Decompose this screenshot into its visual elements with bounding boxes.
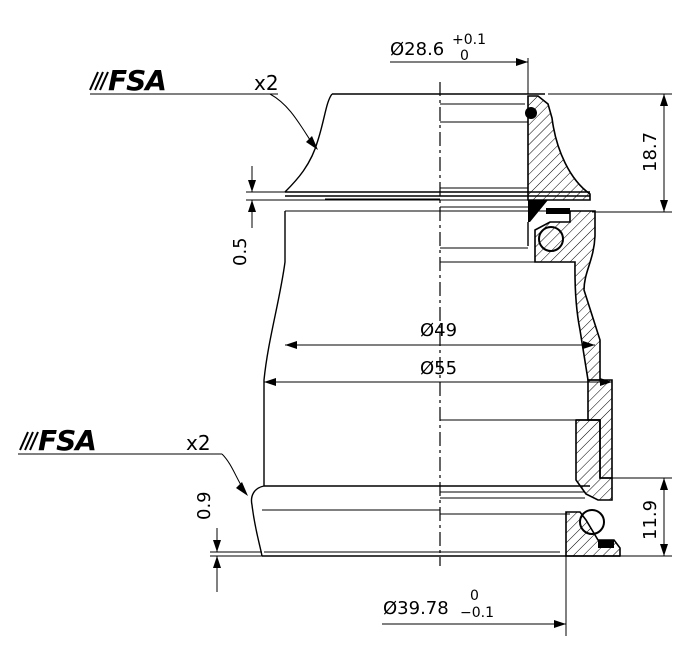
lower-cup-body xyxy=(440,419,585,499)
top-cap xyxy=(284,93,590,193)
dim-crown-step-value: 0.9 xyxy=(194,491,215,520)
upper-bearing-cup-section xyxy=(534,210,601,381)
fsa-logo-top: FSA xyxy=(89,64,167,97)
logo-bottom-qty: x2 xyxy=(186,431,211,455)
dim-bottom-height-value: 11.9 xyxy=(640,500,661,540)
dim-top-bore-tol-lower: 0 xyxy=(460,48,469,64)
dim-top-height-value: 18.7 xyxy=(640,132,661,172)
dim-d49-value: Ø49 xyxy=(420,320,457,341)
dim-top-height: 18.7 xyxy=(548,93,672,213)
dim-d55-value: Ø55 xyxy=(420,358,457,379)
dim-d49: Ø49 xyxy=(285,320,595,349)
dim-crown-step: 0.9 xyxy=(194,491,262,592)
dim-top-bore-value: Ø28.6 xyxy=(390,39,444,60)
seal-black-lower xyxy=(598,540,614,548)
upper-bearing-ball xyxy=(538,226,564,252)
logo-callout-top: FSA x2 xyxy=(89,64,318,150)
top-cap-section xyxy=(527,95,591,201)
seal-black-upper xyxy=(528,200,548,222)
dim-crown-race-value: Ø39.78 xyxy=(383,598,449,619)
lower-bearing-cup-section xyxy=(575,419,613,501)
seal-lip-upper xyxy=(546,208,570,214)
fsa-logo-bottom: FSA xyxy=(19,424,97,457)
fsa-logo-top-text: FSA xyxy=(108,64,166,97)
dim-gap-value: 0.5 xyxy=(230,237,251,266)
o-ring-top xyxy=(525,107,537,119)
dim-gap: 0.5 xyxy=(230,166,285,266)
dim-bottom-height: 11.9 xyxy=(612,477,672,557)
dim-top-bore: Ø28.6 +0.1 0 xyxy=(390,32,529,94)
logo-callout-bottom: FSA x2 xyxy=(18,424,248,496)
dim-crown-race-tol-upper: 0 xyxy=(470,588,479,604)
fsa-logo-bottom-text: FSA xyxy=(38,424,96,457)
crown-race xyxy=(250,485,620,557)
dim-crown-race-tol-lower: −0.1 xyxy=(460,605,494,621)
lower-bearing-ball xyxy=(579,509,605,535)
dim-crown-race: Ø39.78 0 −0.1 xyxy=(382,556,567,636)
logo-top-qty: x2 xyxy=(254,71,279,95)
dim-d55: Ø55 xyxy=(264,358,612,386)
upper-cup-body xyxy=(263,206,535,486)
dim-top-bore-tol-upper: +0.1 xyxy=(452,32,486,48)
